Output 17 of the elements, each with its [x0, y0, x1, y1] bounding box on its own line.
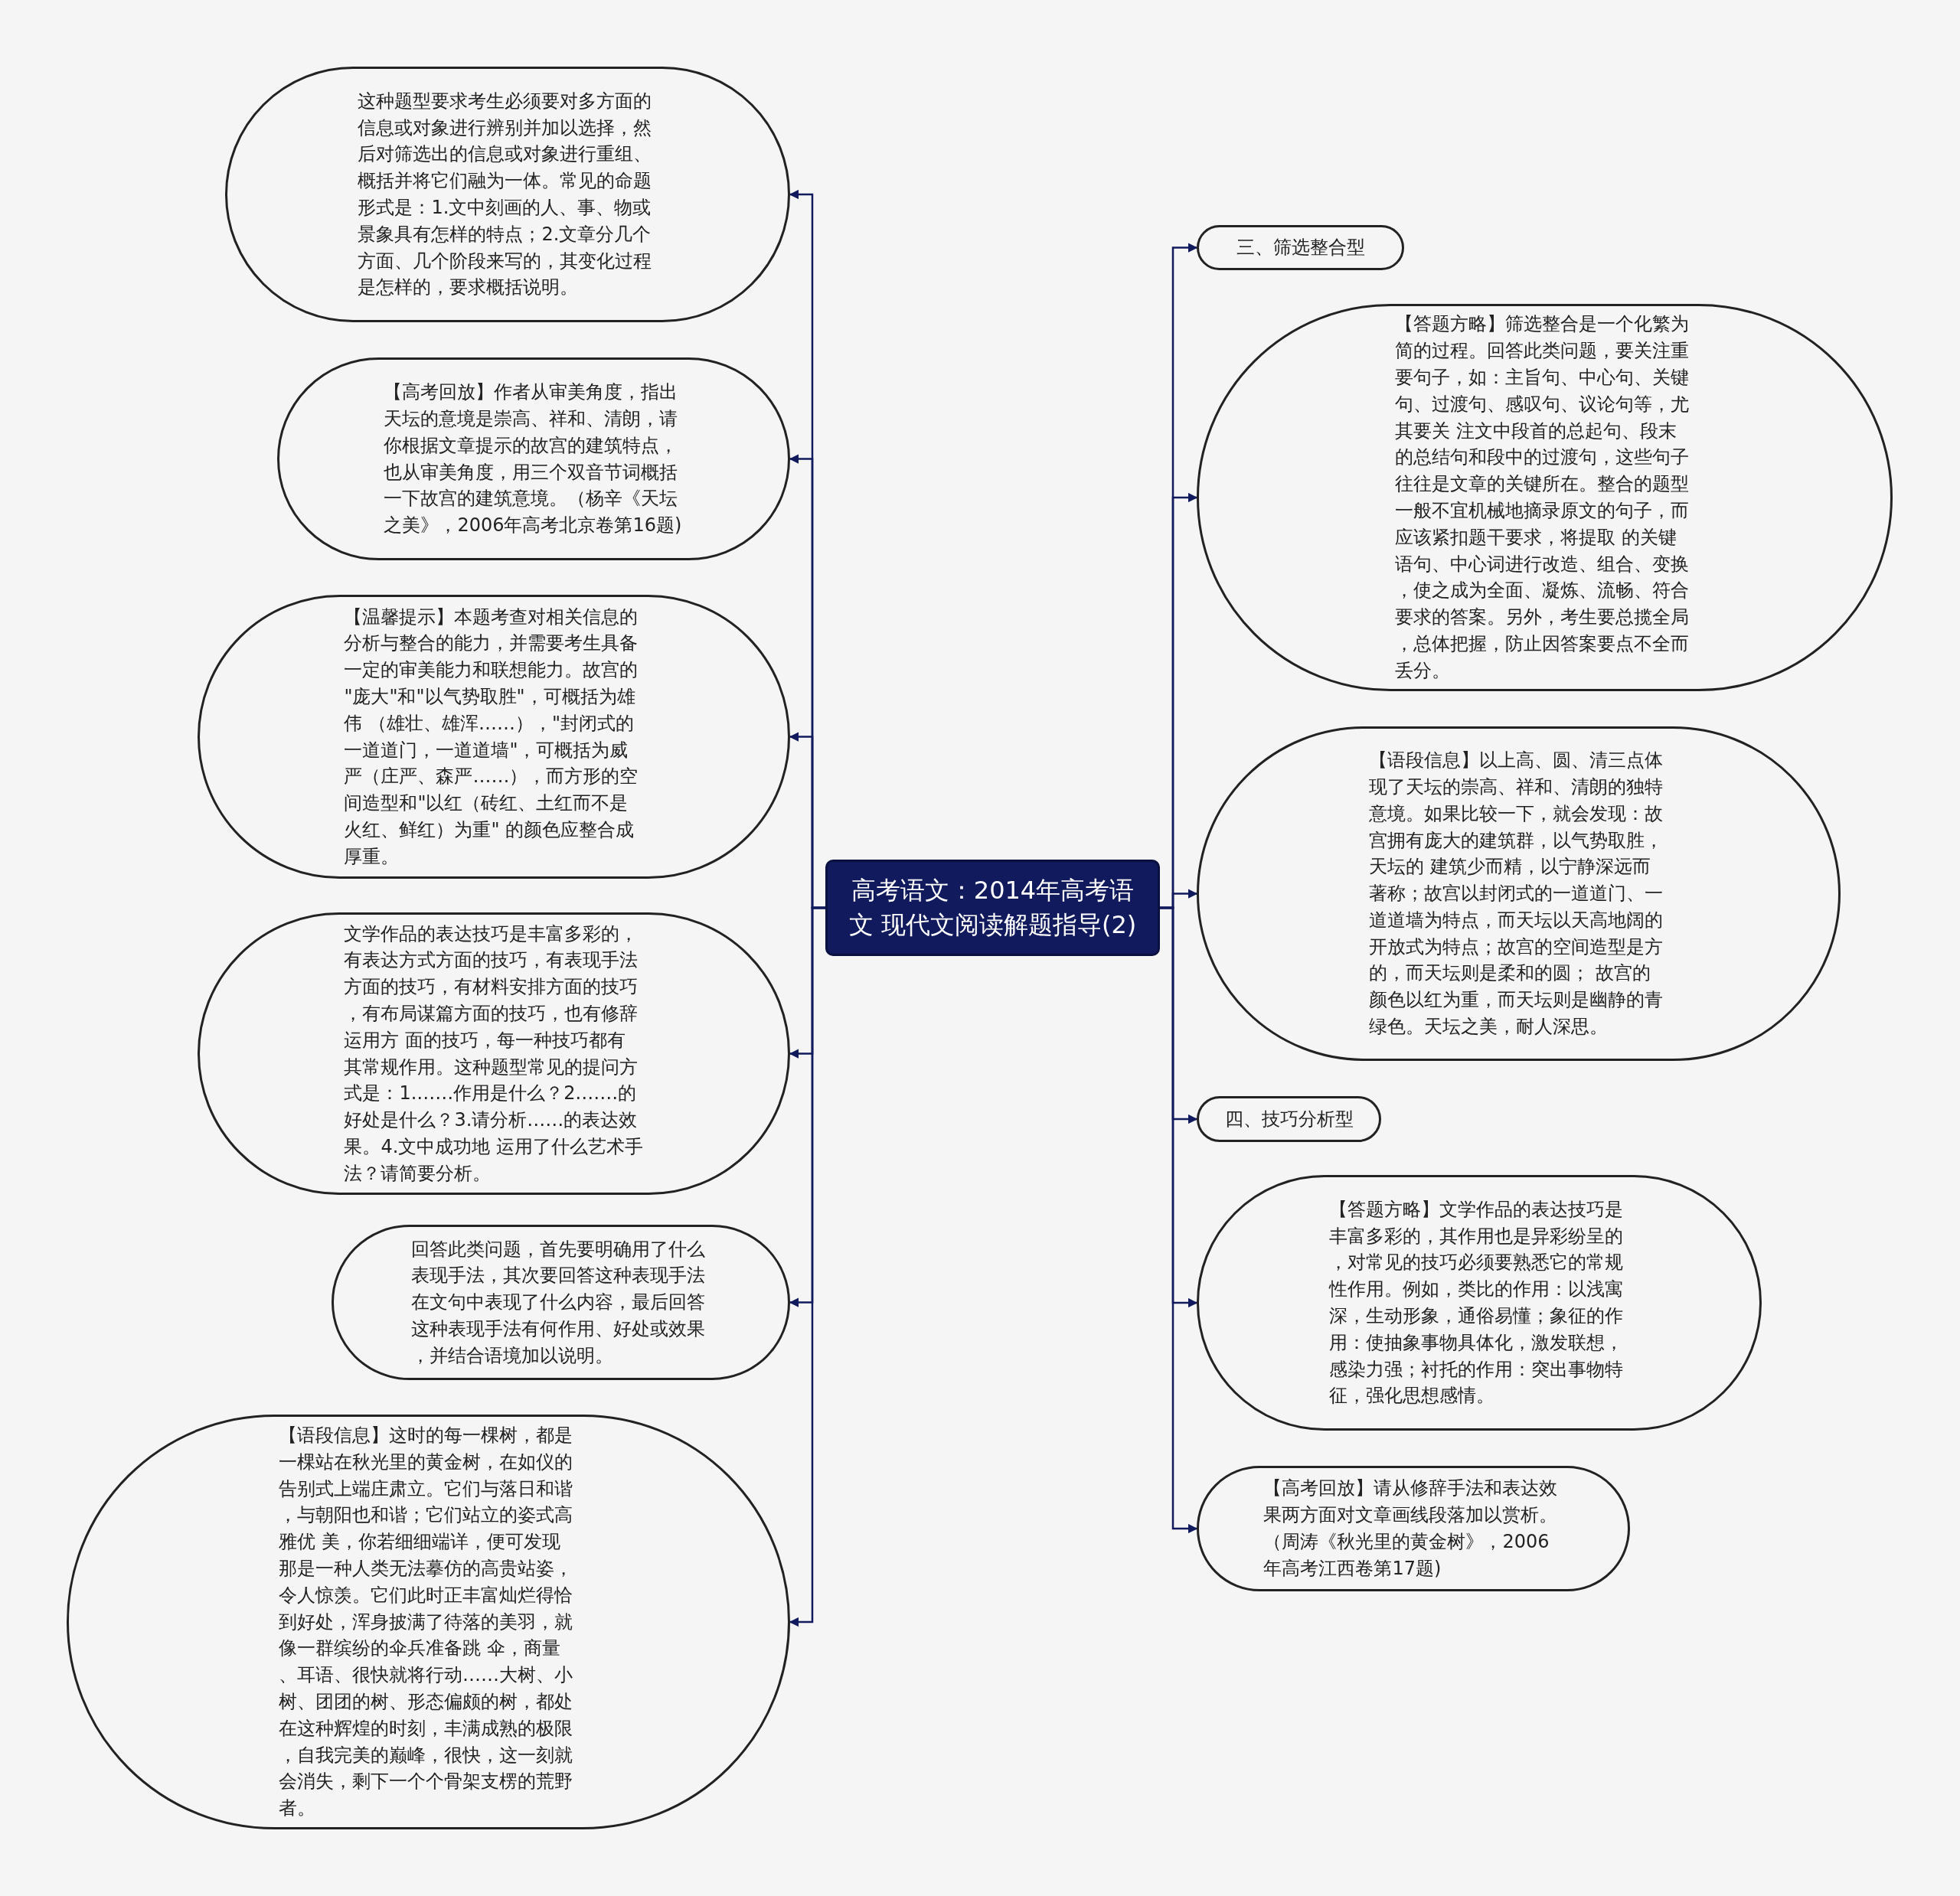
paragraph: 【高考回放】作者从审美角度，指出天坛的意境是崇高、祥和、清朗，请你根据文章提示的故宫的建筑特点，也从审美角度，用三个双音节词概括一下故宫的建筑意境。（杨辛《天坛之美》，2006年高考北京卷第16题): [384, 380, 683, 538]
section-heading: 四、技巧分析型: [1224, 1107, 1354, 1131]
paragraph: 这种题型要求考生必须要对多方面的信息或对象进行辨别并加以选择，然后对筛选出的信息或对象进行重组、概括并将它们融为一体。常见的命题形式是：1.文中刻画的人、事、物或景象具有怎样的特点；2.文章分几个方面、几个阶段来写的，其变化过程是怎样的，要求概括说明。: [358, 89, 653, 300]
paragraph: 【温馨提示】本题考查对相关信息的分析与整合的能力，并需要考生具备一定的审美能力和联想能力。故宫的"庞大"和"以气势取胜"，可概括为雄伟 （雄壮、雄浑……），"封闭式的一道道门，一道道墙"，可概括为威严（庄严、森严……），而方形的空间造型和"以红（砖红、土红而不是火红、鲜红）为重" 的颜色应整合成厚重。: [344, 605, 639, 869]
connector-arrow: [789, 906, 825, 1627]
paragraph: 回答此类问题，首先要明确用了什么表现手法，其次要回答这种表现手法在文句中表现了什么内容，最后回答这种表现手法有何作用、好处或效果，并结合语境加以说明。: [410, 1237, 706, 1368]
section-heading-pill: [1197, 1096, 1381, 1142]
paragraph: 【高考回放】请从修辞手法和表达效果两方面对文章画线段落加以赏析。（周涛《秋光里的黄金树》，2006年高考江西卷第17题): [1263, 1477, 1559, 1581]
topic-title: 高考语文：2014年高考语文 现代文阅读解题指导(2): [848, 875, 1138, 941]
central-topic: [825, 860, 1160, 956]
paragraph: 文学作品的表达技巧是丰富多彩的，有表达方式方面的技巧，有表现手法方面的技巧，有材料安排方面的技巧，有布局谋篇方面的技巧，也有修辞运用方 面的技巧，每一种技巧都有其常规作用。这种题型常见的提问方式是：1.……作用是什么？2.……的好处是什么？3.请分析……的表达效果。4.文中成功地 运用了什么艺术手法？请简要分析。: [344, 922, 644, 1186]
paragraph: 【语段信息】以上高、圆、清三点体现了天坛的崇高、祥和、清朗的独特意境。如果比较一下，就会发现：故宫拥有庞大的建筑群，以气势取胜，天坛的 建筑少而精，以宁静深远而著称；故宫以封闭式的一道道门、一道道墙为特点，而天坛以天高地阔的开放式为特点；故宫的空间造型是方的，而天坛则是柔和的圆； 故宫的颜色以红为重，而天坛则是幽静的青绿色。天坛之美，耐人深思。: [1368, 749, 1664, 1039]
section-heading: 三、筛选整合型: [1236, 236, 1365, 260]
connector-arrow: [1160, 906, 1198, 1534]
paragraph: 【语段信息】这时的每一棵树，都是一棵站在秋光里的黄金树，在如仪的告别式上端庄肃立。它们与落日和谐，与朝阳也和谐；它们站立的姿式高雅优 美，你若细细端详，便可发现那是一种人类无法摹仿的高贵站姿，令人惊羡。它们此时正丰富灿烂得恰到好处，浑身披满了待落的美羽，就像一群缤纷的伞兵准备跳 伞，商量、耳语、很快就将行动……大树、小树、团团的树、形态偏颇的树，都处在这种辉煌的时刻，丰满成熟的极限，自我完美的巅峰，很快，这一刻就会消失，剩下一个个骨架支楞的荒野者。: [278, 1424, 573, 1821]
paragraph: 【答题方略】筛选整合是一个化繁为简的过程。回答此类问题，要关注重要句子，如：主旨句、中心句、关键句、过渡句、感叹句、议论句等，尤其要关 注文中段首的总起句、段末的总结句和段中的过渡句，这些句子往往是文章的关键所在。整合的题型一般不宜机械地摘录原文的句子，而应该紧扣题干要求，将提取 的关键语句、中心词进行改造、组合、变换，使之成为全面、凝炼、流畅、符合要求的答案。另外，考生要总揽全局，总体把握，防止因答案要点不全而丢分。: [1394, 312, 1690, 683]
paragraph: 【答题方略】文学作品的表达技巧是丰富多彩的，其作用也是异彩纷呈的，对常见的技巧必须要熟悉它的常规性作用。例如，类比的作用：以浅寓深，生动形象，通俗易懂；象征的作用：使抽象事物具体化，激发联想，感染力强；衬托的作用：突出事物特征，强化思想感情。: [1329, 1197, 1625, 1408]
